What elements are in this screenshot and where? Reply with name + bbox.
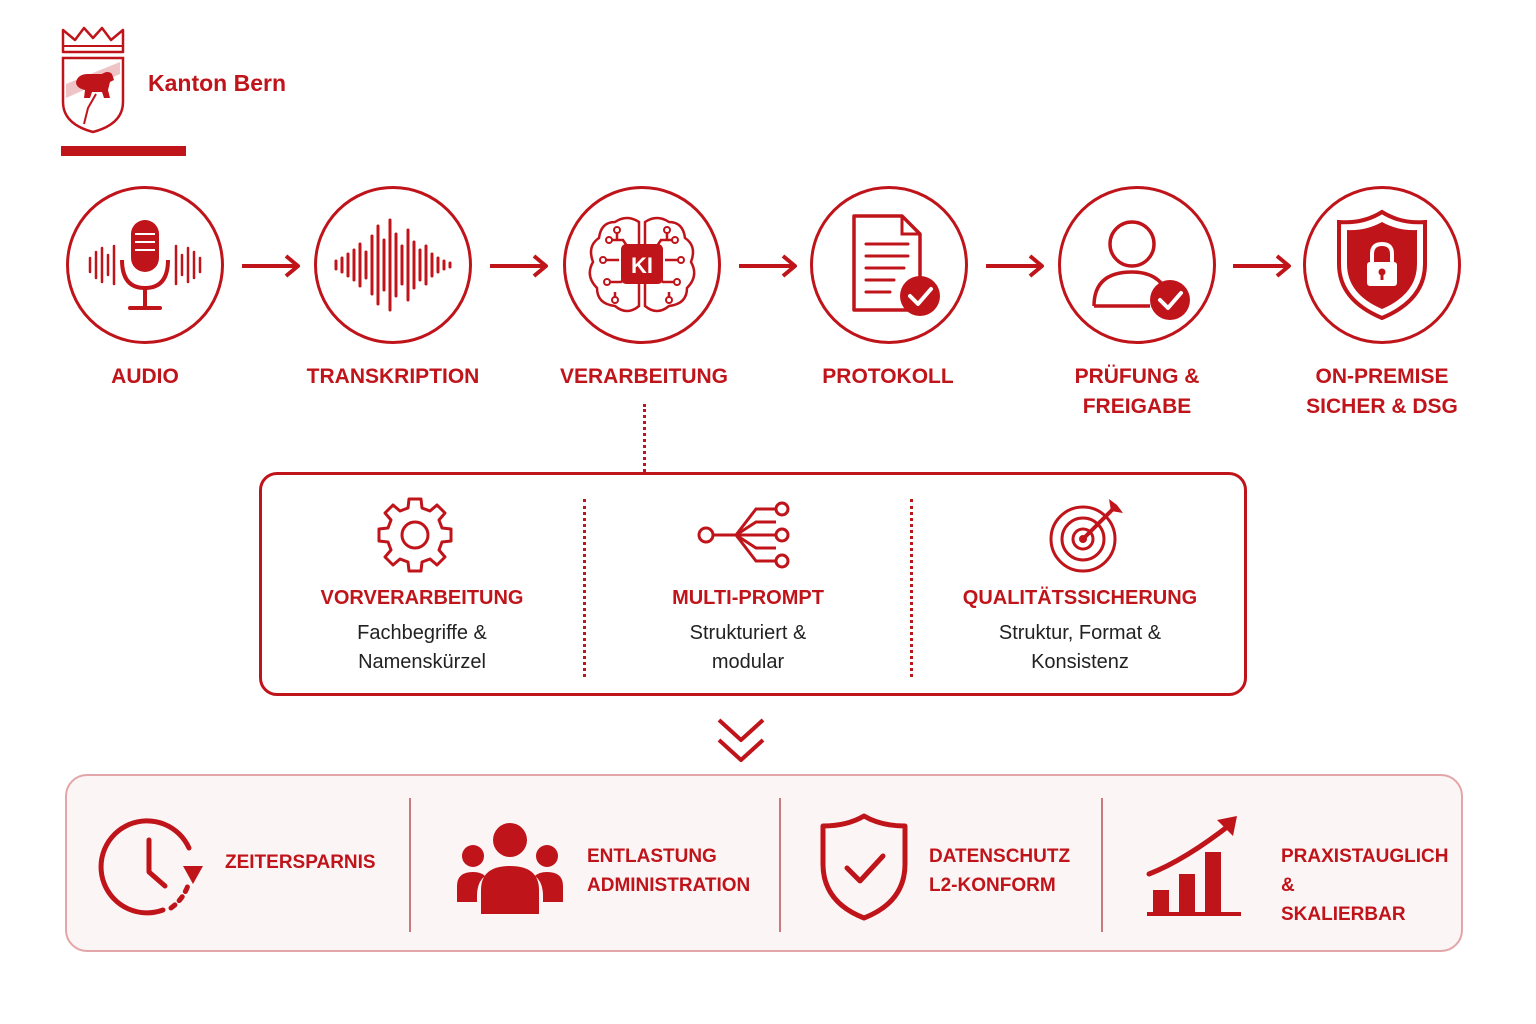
- ki-title-qualitaet: QUALITÄTSSICHERUNG: [962, 587, 1198, 609]
- waveform-icon: [334, 218, 452, 312]
- ki-detail-qualitaet: QUALITÄTSSICHERUNG Struktur, Format &Kon…: [913, 475, 1247, 693]
- coat-of-arms-logo: [58, 24, 128, 136]
- benefit-label-zeitersparnis: ZEITERSPARNIS: [225, 852, 376, 873]
- brand-accent-bar: [61, 146, 186, 156]
- shield-lock-icon: [1337, 209, 1427, 321]
- ki-desc-vorverarbeitung: Fachbegriffe &Namenskürzel: [357, 622, 487, 673]
- growth-chart-icon: [1146, 816, 1241, 916]
- arrow-right-icon: [1233, 254, 1291, 278]
- ki-desc-multiprompt: Strukturiert &modular: [689, 622, 807, 673]
- clock-icon: [98, 818, 203, 916]
- ki-title-vorverarbeitung: VORVERARBEITUNG: [320, 587, 524, 609]
- shield-check-icon: [820, 813, 908, 921]
- target-icon: [1049, 499, 1123, 573]
- ki-detail-panel: VORVERARBEITUNG Fachbegriffe &Namenskürz…: [259, 472, 1247, 696]
- ki-divider: [910, 499, 913, 677]
- ki-detail-multiprompt: MULTI-PROMPT Strukturiert &modular: [586, 475, 910, 693]
- step-label-pruefung: PRÜFUNG &FREIGABE: [1074, 365, 1200, 418]
- step-label-transkription: TRANSKRIPTION: [306, 365, 480, 388]
- benefit-divider: [409, 798, 411, 932]
- ai-brain-icon: KI: [588, 216, 696, 313]
- step-verarbeitung-circle: KI: [563, 186, 721, 344]
- benefit-divider: [1101, 798, 1103, 932]
- step-onpremise-circle: [1303, 186, 1461, 344]
- benefit-label-praxistauglich: PRAXISTAUGLICH &SKALIERBAR: [1281, 846, 1449, 925]
- step-label-audio: AUDIO: [111, 365, 179, 388]
- ki-detail-vorverarbeitung: VORVERARBEITUNG Fachbegriffe &Namenskürz…: [262, 475, 582, 693]
- double-chevron-down-icon: [717, 718, 765, 762]
- step-protokoll-circle: [810, 186, 968, 344]
- arrow-right-icon: [739, 254, 797, 278]
- benefit-zeitersparnis: ZEITERSPARNIS: [67, 776, 409, 950]
- benefit-divider: [779, 798, 781, 932]
- microphone-soundwave-icon: [88, 220, 202, 310]
- step-transkription-circle: [314, 186, 472, 344]
- people-icon: [457, 823, 563, 914]
- ki-badge: KI: [631, 253, 653, 278]
- ki-desc-qualitaet: Struktur, Format &Konsistenz: [998, 622, 1162, 673]
- arrow-right-icon: [490, 254, 548, 278]
- step-audio-circle: [66, 186, 224, 344]
- ki-divider: [583, 499, 586, 677]
- step-pruefung-circle: [1058, 186, 1216, 344]
- user-check-icon: [1092, 220, 1190, 320]
- arrow-right-icon: [986, 254, 1044, 278]
- gear-icon: [377, 497, 453, 573]
- benefit-praxistauglich: PRAXISTAUGLICH &SKALIERBAR: [1103, 776, 1461, 950]
- document-check-icon: [852, 214, 940, 316]
- branch-network-icon: [697, 501, 790, 569]
- ki-title-multiprompt: MULTI-PROMPT: [672, 587, 824, 609]
- dotted-connector: [643, 404, 646, 472]
- step-label-protokoll: PROTOKOLL: [822, 365, 954, 388]
- arrow-right-icon: [242, 254, 300, 278]
- brand-name: Kanton Bern: [148, 70, 286, 96]
- step-label-verarbeitung: VERARBEITUNG: [559, 365, 728, 388]
